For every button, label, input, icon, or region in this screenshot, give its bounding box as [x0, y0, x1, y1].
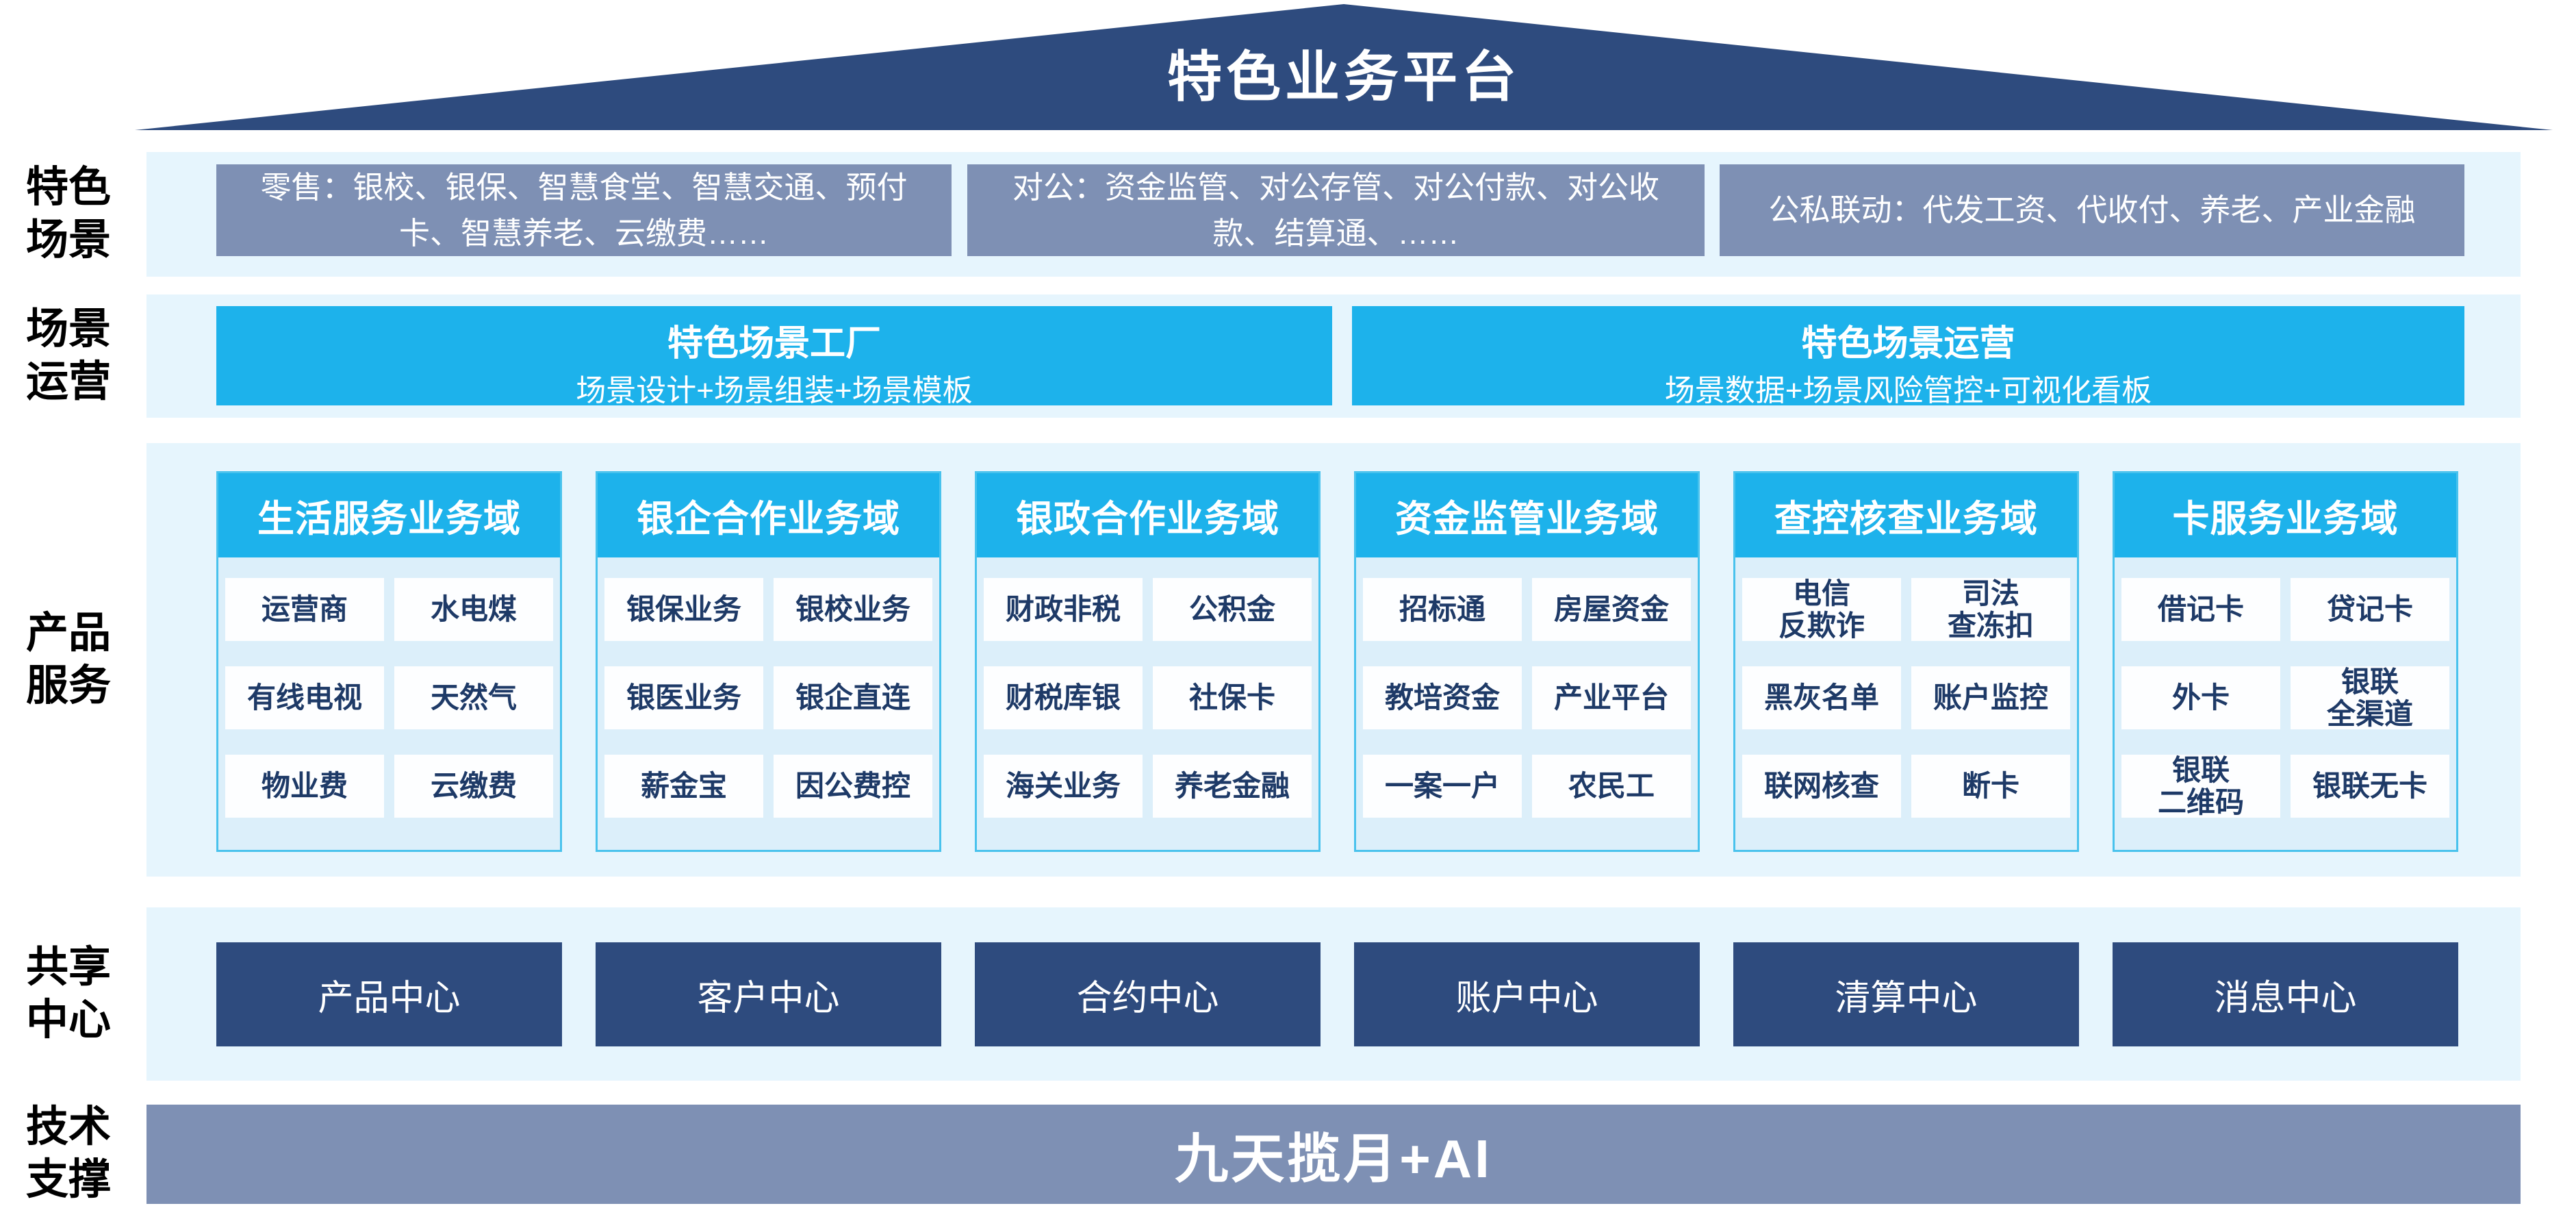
side-label-featured-scenes: 特色 场景: [25, 164, 111, 264]
domain-column-life-services: 生活服务业务域 运营商 水电煤 有线电视 天然气 物业费 云缴费: [216, 471, 562, 852]
domain-cell: 银联无卡: [2291, 755, 2449, 818]
tech-support-label: 九天揽月+AI: [1175, 1128, 1492, 1189]
domain-cell: 贷记卡: [2291, 578, 2449, 641]
domain-body: 借记卡 贷记卡 外卡 银联 全渠道 银联 二维码 银联无卡: [2115, 557, 2456, 838]
roof-shape: 特色业务平台: [135, 4, 2553, 130]
domain-body: 电信 反欺诈 司法 查冻扣 黑灰名单 账户监控 联网核查 断卡: [1735, 557, 2077, 838]
center-box-clearing: 清算中心: [1733, 942, 2079, 1046]
domain-cell: 有线电视: [225, 666, 384, 729]
scene-box-corporate: 对公：资金监管、对公存管、对公付款、对公收款、结算通、……: [967, 164, 1705, 256]
domain-cell: 银联 二维码: [2121, 754, 2280, 818]
side-label-tech-support: 技术 支撑: [25, 1103, 111, 1203]
domain-header: 资金监管业务域: [1356, 473, 1698, 557]
scene-operation-title: 特色场景运营: [1801, 324, 2015, 364]
domain-cell: 借记卡: [2121, 578, 2280, 641]
domain-cell: 断卡: [1911, 755, 2070, 818]
domain-column-fund-supervision: 资金监管业务域 招标通 房屋资金 教培资金 产业平台 一案一户 农民工: [1354, 471, 1700, 852]
domain-header: 生活服务业务域: [218, 473, 560, 557]
domain-column-card-services: 卡服务业务域 借记卡 贷记卡 外卡 银联 全渠道 银联 二维码 银联无卡: [2113, 471, 2458, 852]
domain-cell: 社保卡: [1153, 666, 1312, 729]
domain-body: 运营商 水电煤 有线电视 天然气 物业费 云缴费: [218, 557, 560, 838]
domain-cell: 薪金宝: [604, 755, 763, 818]
scene-factory-box: 特色场景工厂 场景设计+场景组装+场景模板: [216, 306, 1332, 407]
domain-cell: 黑灰名单: [1742, 666, 1901, 729]
domain-cell: 养老金融: [1153, 755, 1312, 818]
domain-cell: 银保业务: [604, 578, 763, 641]
scene-operations-band: 特色场景工厂 场景设计+场景组装+场景模板 特色场景运营 场景数据+场景风险管控…: [146, 294, 2521, 418]
product-services-band: 生活服务业务域 运营商 水电煤 有线电视 天然气 物业费 云缴费 银企合作业务域…: [146, 443, 2521, 877]
domain-cell: 运营商: [225, 578, 384, 641]
domain-cell: 房屋资金: [1532, 578, 1691, 641]
domain-cell: 公积金: [1153, 578, 1312, 641]
scene-box-retail: 零售：银校、银保、智慧食堂、智慧交通、预付卡、智慧养老、云缴费……: [216, 164, 952, 256]
tech-support-bar: 九天揽月+AI: [146, 1105, 2521, 1204]
domain-body: 招标通 房屋资金 教培资金 产业平台 一案一户 农民工: [1356, 557, 1698, 838]
center-box-product: 产品中心: [216, 942, 562, 1046]
domain-body: 财政非税 公积金 财税库银 社保卡 海关业务 养老金融: [977, 557, 1318, 838]
domain-header: 银企合作业务域: [598, 473, 939, 557]
domain-cell: 财税库银: [984, 666, 1143, 729]
domain-cell: 招标通: [1363, 578, 1522, 641]
domain-cell: 物业费: [225, 755, 384, 818]
scene-operation-subtitle: 场景数据+场景风险管控+可视化看板: [1664, 374, 2152, 407]
domain-cell: 司法 查冻扣: [1911, 577, 2070, 642]
domain-cell: 农民工: [1532, 755, 1691, 818]
domain-cell: 产业平台: [1532, 666, 1691, 729]
domain-cell: 银校业务: [774, 578, 932, 641]
domain-cell: 银医业务: [604, 666, 763, 729]
center-box-contract: 合约中心: [975, 942, 1321, 1046]
domain-cell: 因公费控: [774, 755, 932, 818]
domain-cell: 水电煤: [394, 578, 553, 641]
scene-operation-box: 特色场景运营 场景数据+场景风险管控+可视化看板: [1352, 306, 2464, 407]
side-label-shared-centers: 共享 中心: [25, 944, 111, 1044]
domain-column-bank-enterprise: 银企合作业务域 银保业务 银校业务 银医业务 银企直连 薪金宝 因公费控: [596, 471, 941, 852]
domain-header: 查控核查业务域: [1735, 473, 2077, 557]
domain-header: 银政合作业务域: [977, 473, 1318, 557]
scene-factory-title: 特色场景工厂: [667, 324, 881, 364]
center-box-message: 消息中心: [2113, 942, 2458, 1046]
center-box-account: 账户中心: [1354, 942, 1700, 1046]
scene-factory-subtitle: 场景设计+场景组装+场景模板: [576, 374, 973, 407]
domain-cell: 云缴费: [394, 755, 553, 818]
domain-body: 银保业务 银校业务 银医业务 银企直连 薪金宝 因公费控: [598, 557, 939, 838]
domain-cell: 电信 反欺诈: [1742, 577, 1901, 642]
domain-header: 卡服务业务域: [2115, 473, 2456, 557]
scene-box-public-private-linkage: 公私联动：代发工资、代收付、养老、产业金融: [1720, 164, 2464, 256]
domain-column-inquiry-control: 查控核查业务域 电信 反欺诈 司法 查冻扣 黑灰名单 账户监控 联网核查 断卡: [1733, 471, 2079, 852]
platform-title: 特色业务平台: [1167, 47, 1520, 108]
domain-cell: 银企直连: [774, 666, 932, 729]
center-box-customer: 客户中心: [596, 942, 941, 1046]
domain-cell: 联网核查: [1742, 755, 1901, 818]
domain-cell: 银联 全渠道: [2291, 666, 2449, 730]
shared-centers-band: 产品中心 客户中心 合约中心 账户中心 清算中心 消息中心: [146, 907, 2521, 1081]
domain-cell: 海关业务: [984, 755, 1143, 818]
domain-cell: 外卡: [2121, 666, 2280, 729]
side-label-scene-operations: 场景 运营: [25, 305, 111, 405]
domain-cell: 教培资金: [1363, 666, 1522, 729]
domain-cell: 财政非税: [984, 578, 1143, 641]
domain-column-bank-government: 银政合作业务域 财政非税 公积金 财税库银 社保卡 海关业务 养老金融: [975, 471, 1321, 852]
side-label-product-services: 产品 服务: [25, 609, 111, 709]
domain-cell: 一案一户: [1363, 755, 1522, 818]
domain-cell: 账户监控: [1911, 666, 2070, 729]
featured-scenes-band: 零售：银校、银保、智慧食堂、智慧交通、预付卡、智慧养老、云缴费…… 对公：资金监…: [146, 152, 2521, 277]
domain-cell: 天然气: [394, 666, 553, 729]
